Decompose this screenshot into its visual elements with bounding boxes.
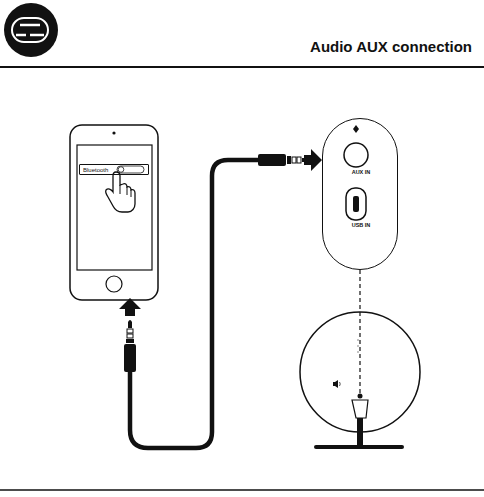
header-rule bbox=[0, 66, 484, 68]
port-label: USB IN bbox=[352, 223, 371, 229]
audio-plug bbox=[258, 154, 310, 166]
aux-cable bbox=[130, 160, 258, 448]
pointing-hand bbox=[106, 172, 135, 212]
smartphone bbox=[70, 125, 158, 300]
setting-row: Bluetooth bbox=[79, 164, 149, 175]
setting-label: Bluetooth bbox=[83, 167, 108, 173]
cable-icon bbox=[4, 3, 58, 57]
leader-line bbox=[359, 270, 360, 396]
insert-arrow bbox=[304, 149, 322, 171]
speaker-back-panel: AUX IN USB IN bbox=[322, 118, 398, 270]
round-speaker bbox=[300, 312, 420, 449]
footer-rule bbox=[0, 489, 484, 491]
page-title: Audio AUX connection bbox=[310, 38, 472, 55]
port-label: AUX IN bbox=[352, 170, 371, 176]
audio-plug bbox=[124, 320, 136, 372]
insert-arrow bbox=[119, 298, 141, 316]
